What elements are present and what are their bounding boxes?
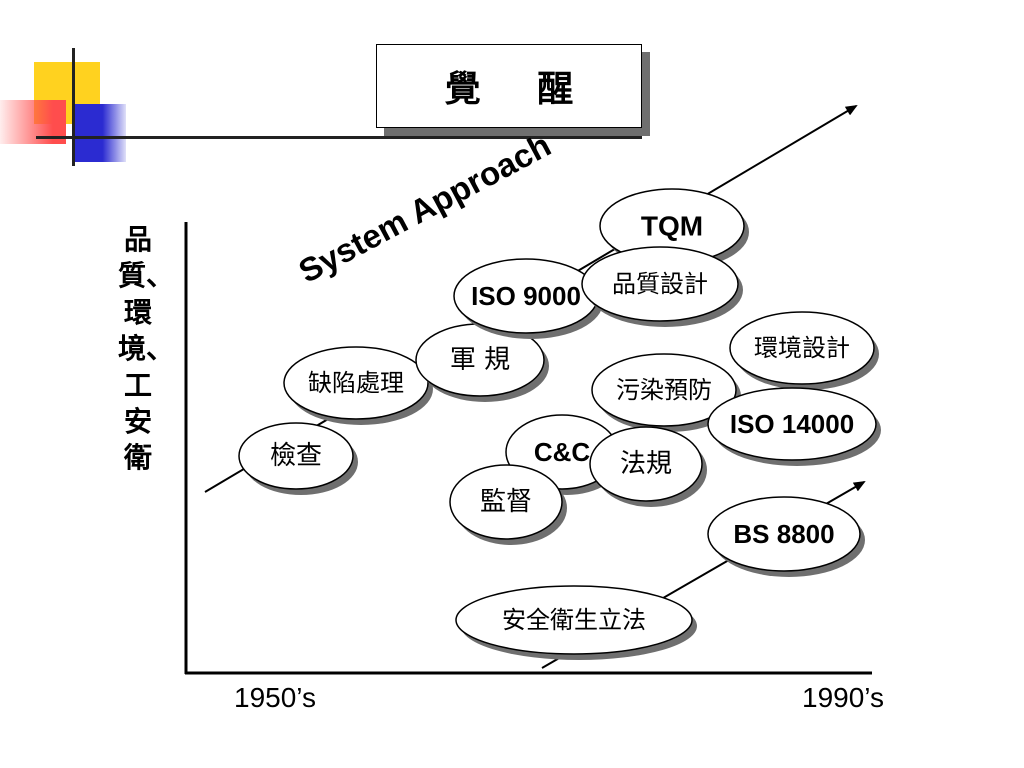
node-label: 監督 — [480, 487, 532, 517]
node-ellipse — [707, 496, 861, 572]
node-fagui: 法規 — [589, 426, 707, 507]
node-iso9000: ISO 9000 — [453, 258, 603, 339]
deco-blue-square — [74, 104, 126, 162]
deco-vertical-line — [72, 48, 75, 166]
node-label: 法規 — [620, 449, 672, 479]
node-huanjing: 環境設計 — [729, 311, 879, 390]
node-bs8800: BS 8800 — [707, 496, 865, 577]
node-ellipse — [589, 426, 703, 502]
node-ellipse — [581, 246, 739, 322]
node-anquan: 安全衛生立法 — [455, 585, 697, 660]
node-iso14000: ISO 14000 — [707, 387, 881, 466]
node-pinzhi: 品質設計 — [581, 246, 743, 327]
deco-horizontal-line — [36, 136, 642, 139]
node-junhui: 軍 規 — [415, 323, 549, 402]
node-label: C&C — [534, 437, 591, 467]
node-label: BS 8800 — [733, 519, 834, 549]
page-title: 覺 醒 — [376, 44, 642, 128]
node-label: 安全衛生立法 — [502, 606, 646, 634]
node-label: TQM — [641, 211, 703, 242]
node-ellipse — [455, 585, 693, 655]
node-jiandu: 監督 — [449, 464, 567, 545]
node-label: ISO 9000 — [471, 281, 581, 311]
y-axis-label: 品質、環境、工安衛 — [118, 223, 175, 475]
node-label: ISO 14000 — [730, 409, 854, 439]
node-label: 檢查 — [270, 441, 322, 471]
node-ellipse — [449, 464, 563, 540]
node-label: 軍 規 — [450, 345, 510, 375]
node-quexian: 缺陷處理 — [283, 346, 433, 425]
node-label: 品質設計 — [612, 270, 708, 298]
x-axis-start-label: 1950’s — [234, 682, 317, 713]
node-ellipse — [707, 387, 877, 461]
node-ellipse — [591, 353, 737, 427]
node-label: 缺陷處理 — [308, 369, 404, 397]
node-ellipse — [238, 422, 354, 490]
node-wuran: 污染預防 — [591, 353, 741, 432]
node-label: 環境設計 — [754, 334, 850, 362]
node-ellipse — [283, 346, 429, 420]
node-jiancha: 檢查 — [238, 422, 358, 495]
node-label: 污染預防 — [616, 376, 712, 404]
x-axis-end-label: 1990’s — [802, 682, 885, 713]
node-ellipse — [729, 311, 875, 385]
